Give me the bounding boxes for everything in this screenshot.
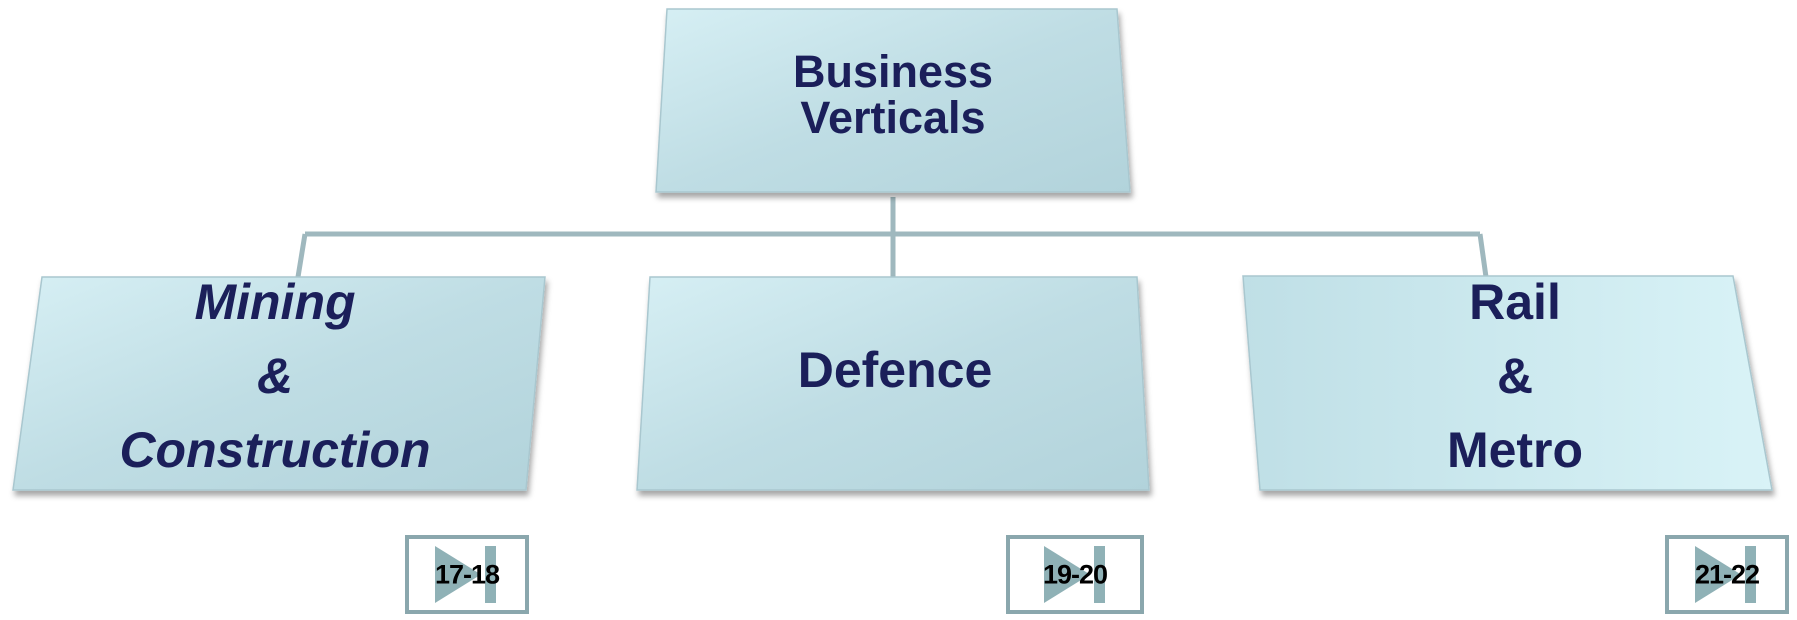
play-next-icon [1006, 535, 1144, 614]
nav-label-17-18: 17-18 [434, 559, 500, 589]
nav-button-21-22[interactable]: 21-22 [1665, 535, 1789, 614]
nav-button-19-20[interactable]: 19-20 [1006, 535, 1144, 614]
play-next-icon [405, 535, 529, 614]
connector-left [295, 233, 308, 278]
connector-right [1477, 233, 1489, 278]
nav-button-17-18[interactable]: 17-18 [405, 535, 529, 614]
rail-metro-box [1242, 275, 1773, 491]
mining-construction-box [12, 276, 546, 491]
play-next-icon [1665, 535, 1789, 614]
nav-label-19-20: 19-20 [1042, 559, 1108, 589]
connector-lines [295, 197, 1489, 278]
nav-label-21-22: 21-22 [1694, 559, 1760, 589]
defence-box [636, 276, 1150, 491]
root-box [655, 8, 1131, 193]
